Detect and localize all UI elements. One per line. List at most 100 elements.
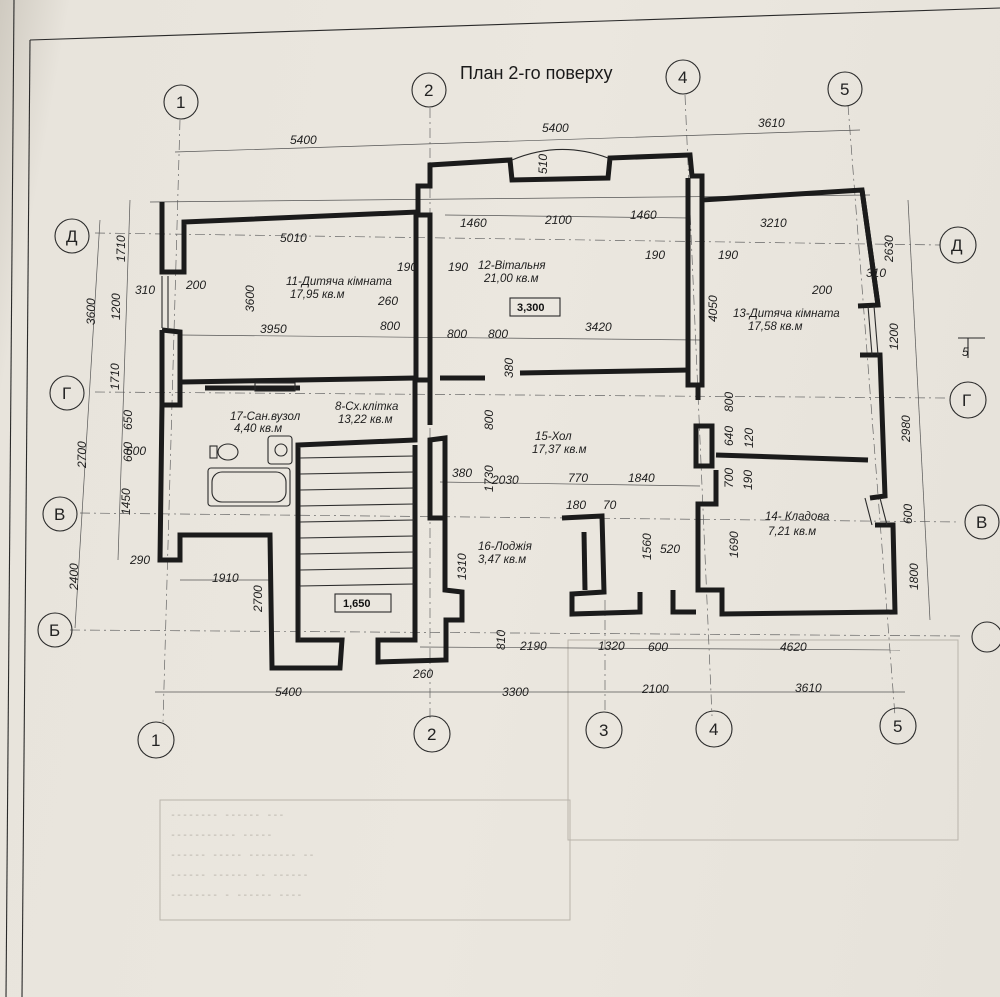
svg-text:5: 5 [962, 345, 969, 359]
svg-text:70: 70 [603, 498, 617, 512]
room-12-name: 12-Вітальня [478, 260, 546, 272]
svg-text:3300: 3300 [502, 685, 529, 699]
axis-grid [69, 94, 961, 723]
axis-3-bottom: 3 [585, 711, 623, 749]
svg-text:310: 310 [866, 266, 886, 280]
svg-text:2700: 2700 [75, 441, 89, 469]
svg-text:600: 600 [126, 444, 146, 458]
axis-b-right [971, 621, 1000, 653]
svg-text:1200: 1200 [887, 323, 901, 350]
svg-text:5400: 5400 [275, 685, 302, 699]
svg-text:2030: 2030 [491, 473, 519, 487]
room-8-area: 13,22 кв.м [338, 414, 393, 426]
axis-v-right: В [964, 504, 1000, 540]
svg-text:1840: 1840 [628, 471, 655, 485]
svg-text:----------- -----: ----------- ----- [170, 830, 272, 841]
room-11-name: 11-Дитяча кімната [286, 276, 392, 288]
svg-text:2: 2 [427, 725, 436, 744]
svg-text:2190: 2190 [519, 639, 547, 653]
axis-2-bottom: 2 [413, 715, 451, 753]
svg-text:3600: 3600 [84, 298, 98, 325]
svg-text:190: 190 [448, 260, 468, 274]
svg-text:600: 600 [121, 442, 135, 462]
svg-text:1730: 1730 [482, 465, 496, 492]
dimension-lines [74, 129, 931, 693]
svg-text:1320: 1320 [598, 639, 625, 653]
svg-text:1910: 1910 [212, 571, 239, 585]
axis-b-left: Б [37, 612, 73, 648]
svg-text:1310: 1310 [455, 553, 469, 580]
svg-text:-------- ------ ---: -------- ------ --- [170, 810, 284, 821]
section-mark: 5 [958, 337, 985, 359]
room-11-area: 17,95 кв.м [290, 289, 345, 301]
level-markers: 3,300 1,650 [334, 297, 561, 613]
svg-text:1: 1 [151, 731, 160, 750]
svg-text:------ ------ -- ------: ------ ------ -- ------ [170, 870, 308, 881]
sheet-frame-left [21, 39, 31, 997]
axis-bubbles: 1 2 4 5 1 2 3 4 [37, 59, 1000, 759]
svg-text:190: 190 [645, 248, 665, 262]
svg-text:1200: 1200 [109, 293, 123, 320]
svg-text:2980: 2980 [899, 415, 913, 443]
svg-text:260: 260 [377, 294, 398, 308]
svg-text:290: 290 [129, 553, 150, 567]
svg-text:1800: 1800 [907, 563, 921, 590]
svg-text:3210: 3210 [760, 216, 787, 230]
axis-g-left: Г [49, 375, 85, 411]
room-13-area: 17,58 кв.м [748, 321, 803, 333]
dimension-texts: 5400 5400 3610 5400 3300 2100 3610 1460 … [126, 116, 886, 699]
svg-text:------ ----- -------- --: ------ ----- -------- -- [170, 850, 315, 861]
svg-text:1: 1 [176, 93, 185, 112]
svg-text:800: 800 [380, 319, 400, 333]
svg-text:190: 190 [741, 470, 755, 490]
svg-text:1,650: 1,650 [343, 598, 371, 610]
svg-text:5400: 5400 [542, 121, 569, 135]
svg-text:1560: 1560 [640, 533, 654, 560]
room-14-name: 14- Кладова [765, 511, 829, 523]
plan-title: План 2-го поверху [460, 63, 613, 83]
svg-text:800: 800 [722, 392, 736, 412]
svg-text:380: 380 [452, 466, 472, 480]
svg-text:200: 200 [185, 278, 206, 292]
axis-v-left: В [42, 496, 78, 532]
room-16-name: 16-Лоджія [478, 541, 532, 553]
svg-text:510: 510 [536, 154, 550, 174]
svg-text:800: 800 [482, 410, 496, 430]
axis-5-bottom: 5 [879, 707, 917, 745]
svg-text:800: 800 [488, 327, 508, 341]
svg-text:4: 4 [709, 720, 718, 739]
svg-text:190: 190 [397, 260, 417, 274]
svg-text:520: 520 [660, 542, 680, 556]
svg-text:1460: 1460 [460, 216, 487, 230]
svg-text:5: 5 [893, 717, 902, 736]
bathroom-fixtures [207, 382, 296, 507]
svg-text:3950: 3950 [260, 322, 287, 336]
svg-text:310: 310 [135, 283, 155, 297]
svg-text:3600: 3600 [243, 285, 257, 312]
svg-text:4: 4 [678, 68, 687, 87]
room-14-area: 7,21 кв.м [768, 526, 816, 538]
svg-text:3610: 3610 [758, 116, 785, 130]
room-labels: 11-Дитяча кімната 17,95 кв.м 12-Вітальня… [230, 260, 840, 566]
room-16-area: 3,47 кв.м [478, 554, 526, 566]
svg-text:Г: Г [62, 384, 71, 403]
svg-text:Б: Б [49, 621, 60, 640]
axis-4-bottom: 4 [695, 710, 733, 748]
room-17-area: 4,40 кв.м [234, 423, 282, 435]
svg-text:800: 800 [447, 327, 467, 341]
svg-text:2100: 2100 [641, 682, 669, 696]
svg-text:380: 380 [502, 358, 516, 378]
svg-text:-------- - ------ ----: -------- - ------ ---- [170, 890, 302, 901]
room-17-name: 17-Сан.вузол [230, 411, 301, 423]
svg-text:1710: 1710 [108, 363, 122, 390]
svg-text:3,300: 3,300 [517, 302, 545, 314]
svg-text:640: 640 [722, 426, 736, 446]
svg-text:В: В [54, 505, 65, 524]
svg-text:2700: 2700 [251, 585, 265, 613]
svg-text:1710: 1710 [114, 235, 128, 262]
svg-text:700: 700 [722, 468, 736, 488]
svg-text:5010: 5010 [280, 231, 307, 245]
axis-1-bottom: 1 [137, 721, 175, 759]
dimension-texts-vertical: 510 3600 4050 2630 1200 2980 600 1800 17… [67, 154, 921, 650]
